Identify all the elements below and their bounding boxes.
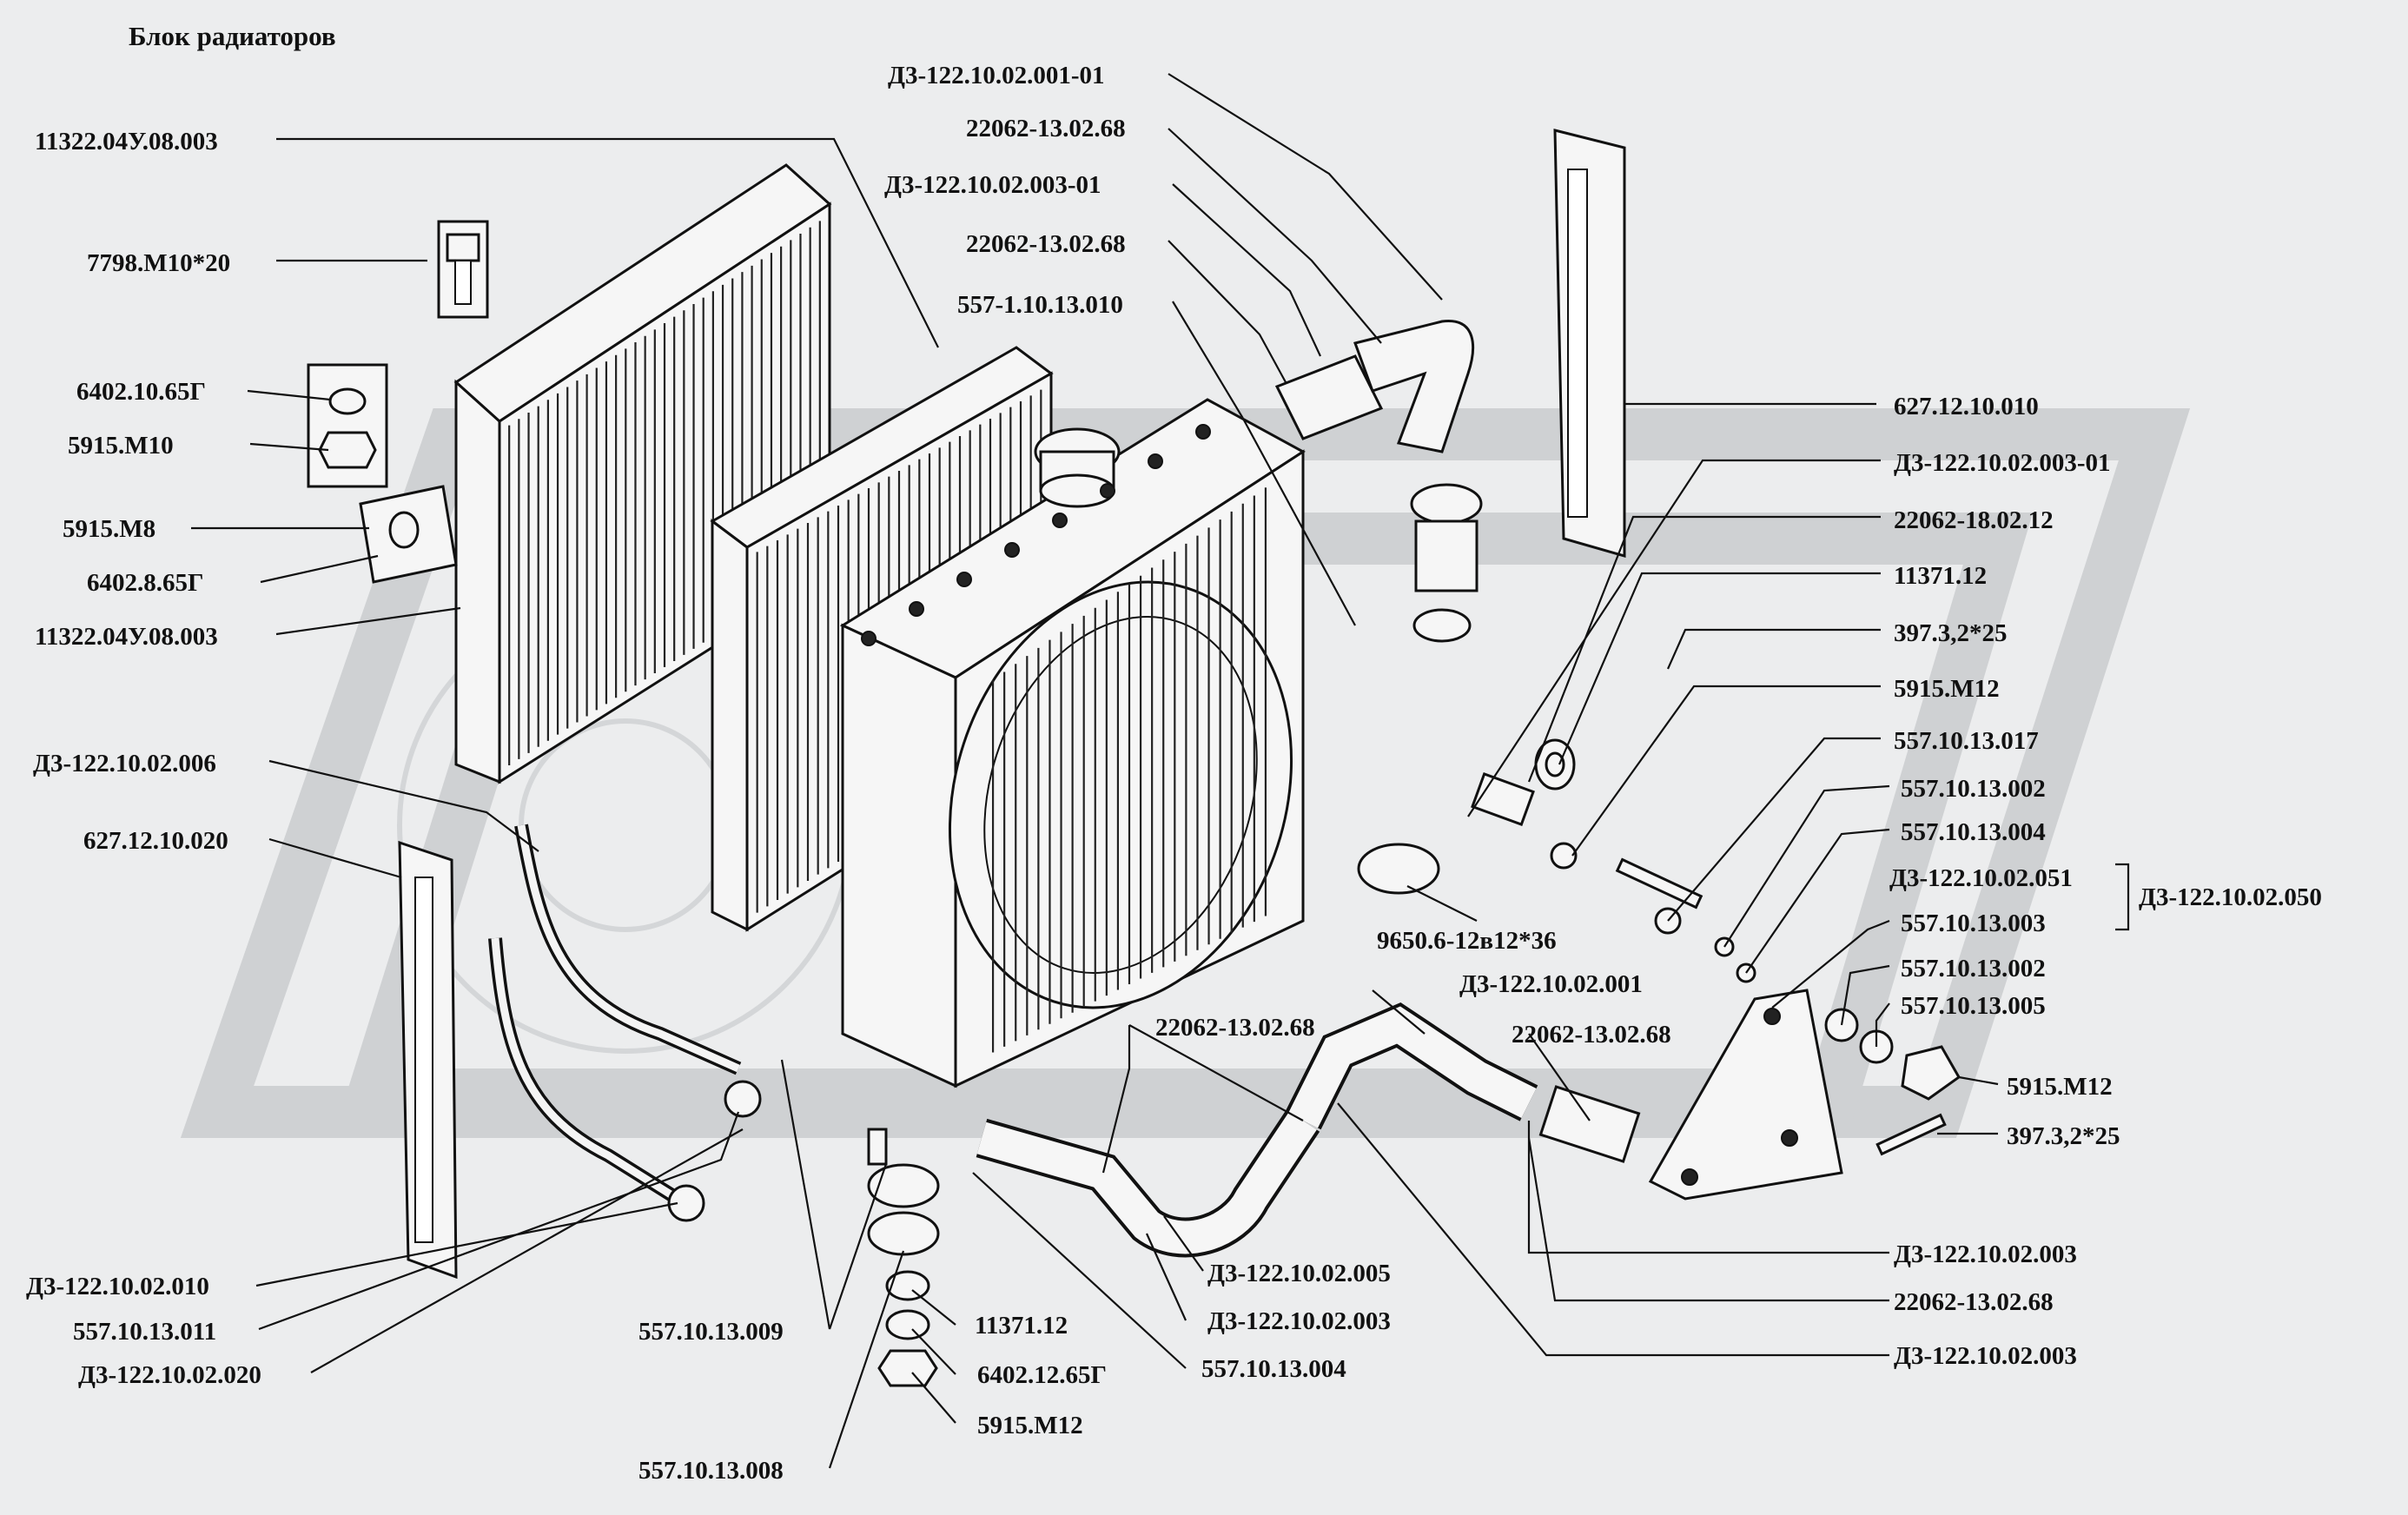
label-d3-122-10-02-003-a: Д3-122.10.02.003 xyxy=(1207,1307,1391,1335)
label-557-10-13-017: 557.10.13.017 xyxy=(1894,727,2039,755)
label-557-10-13-004-b: 557.10.13.004 xyxy=(1901,818,2046,846)
label-d3-122-10-02-050: Д3-122.10.02.050 xyxy=(2139,883,2322,911)
page-title: Блок радиаторов xyxy=(129,21,336,51)
label-11322-04u-08-003-a: 11322.04У.08.003 xyxy=(35,128,218,155)
label-5915-m8: 5915.М8 xyxy=(63,515,155,543)
label-11371-12-b: 11371.12 xyxy=(1894,562,1987,590)
label-22062-13-02-68-e: 22062-13.02.68 xyxy=(1894,1288,2054,1316)
label-d3-122-10-02-001: Д3-122.10.02.001 xyxy=(1459,970,1643,998)
label-557-10-13-002-a: 557.10.13.002 xyxy=(1901,775,2046,803)
label-6402-12-65g: 6402.12.65Г xyxy=(977,1361,1107,1389)
label-5915-m10: 5915.М10 xyxy=(68,432,174,460)
label-22062-18-02-12: 22062-18.02.12 xyxy=(1894,506,2054,534)
label-d3-122-10-02-003-01-b: Д3-122.10.02.003-01 xyxy=(1894,449,2111,477)
label-22062-13-02-68-a: 22062-13.02.68 xyxy=(966,115,1126,142)
lower-hose-assembly xyxy=(976,1002,1641,1258)
label-d3-122-10-02-006: Д3-122.10.02.006 xyxy=(33,750,216,777)
label-627-12-10-010: 627.12.10.010 xyxy=(1894,393,2039,420)
label-557-10-13-003: 557.10.13.003 xyxy=(1901,910,2046,937)
label-6402-10-65g: 6402.10.65Г xyxy=(76,378,206,406)
label-d3-122-10-02-005: Д3-122.10.02.005 xyxy=(1207,1260,1391,1287)
label-6402-8-65g: 6402.8.65Г xyxy=(87,569,203,597)
label-d3-122-10-02-003-b: Д3-122.10.02.003 xyxy=(1894,1240,2077,1268)
label-d3-122-10-02-001-01: Д3-122.10.02.001-01 xyxy=(888,62,1105,89)
label-397-3-2x25-b: 397.3,2*25 xyxy=(2007,1122,2120,1150)
rear-radiator-core xyxy=(453,163,832,784)
bottom-fastener-stack xyxy=(867,1128,940,1387)
leader-lines xyxy=(191,73,2130,1469)
label-d3-122-10-02-003-01-a: Д3-122.10.02.003-01 xyxy=(884,171,1101,199)
upper-hose-assembly xyxy=(1274,320,1483,643)
main-radiator-body xyxy=(839,398,1306,1088)
label-5915-m12-b: 5915.М12 xyxy=(1894,675,2000,703)
right-side-bracket xyxy=(1553,129,1626,558)
label-9650-6-12v12x36: 9650.6-12в12*36 xyxy=(1377,927,1557,955)
label-22062-13-02-68-c: 22062-13.02.68 xyxy=(1155,1014,1315,1042)
label-22062-13-02-68-d: 22062-13.02.68 xyxy=(1512,1021,1671,1049)
label-557-10-13-002-b: 557.10.13.002 xyxy=(1901,955,2046,982)
label-d3-122-10-02-010: Д3-122.10.02.010 xyxy=(26,1273,209,1300)
label-627-12-10-020: 627.12.10.020 xyxy=(83,827,228,855)
label-397-3-2x25-a: 397.3,2*25 xyxy=(1894,619,2008,647)
label-d3-122-10-02-003-c: Д3-122.10.02.003 xyxy=(1894,1342,2077,1370)
label-557-10-13-009: 557.10.13.009 xyxy=(638,1318,784,1346)
drain-tube-assembly xyxy=(488,824,762,1222)
label-7798-m10x20: 7798.М10*20 xyxy=(87,249,230,277)
part-labels: Д3-122.10.02.001-01 22062-13.02.68 Д3-12… xyxy=(26,62,2322,1485)
label-557-10-13-008: 557.10.13.008 xyxy=(638,1457,784,1485)
label-557-10-13-004-a: 557.10.13.004 xyxy=(1201,1355,1346,1383)
left-side-bracket xyxy=(398,840,458,1280)
right-mounting-plate xyxy=(1648,989,1843,1201)
top-left-fasteners xyxy=(307,220,489,584)
label-11322-04u-08-003-b: 11322.04У.08.003 xyxy=(35,623,218,651)
label-d3-122-10-02-020: Д3-122.10.02.020 xyxy=(78,1361,261,1389)
label-5915-m12-c: 5915.М12 xyxy=(2007,1073,2113,1101)
label-557-1-10-13-010: 557-1.10.13.010 xyxy=(957,291,1123,319)
label-557-10-13-011: 557.10.13.011 xyxy=(73,1318,216,1346)
label-5915-m12-a: 5915.М12 xyxy=(977,1412,1083,1439)
label-d3-122-10-02-051: Д3-122.10.02.051 xyxy=(1889,864,2073,892)
label-11371-12-a: 11371.12 xyxy=(975,1312,1068,1340)
label-22062-13-02-68-b: 22062-13.02.68 xyxy=(966,230,1126,258)
label-557-10-13-005: 557.10.13.005 xyxy=(1901,992,2046,1020)
